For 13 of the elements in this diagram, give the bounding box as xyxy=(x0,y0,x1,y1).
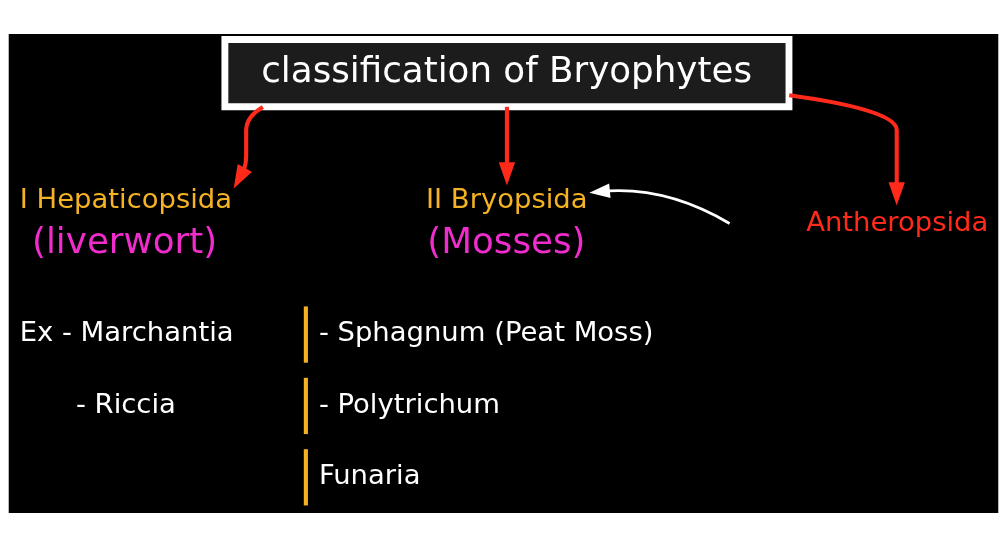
label: - Sphagnum (Peat Moss) xyxy=(318,316,654,348)
node-box: classification of Bryophytes xyxy=(221,36,793,111)
node-text: I Hepaticopsida (liverwort) xyxy=(19,182,233,261)
node-text: II Bryopsida (Mosses) xyxy=(425,182,588,261)
label: - Polytrichum xyxy=(318,387,500,419)
arrow xyxy=(233,105,264,189)
label: Ex - Marchantia xyxy=(19,316,234,348)
arrow xyxy=(498,106,516,186)
node-text: Antheropsida xyxy=(806,205,989,237)
label: - Riccia xyxy=(75,387,176,419)
arrow xyxy=(589,183,731,225)
arrow xyxy=(788,93,905,206)
label: Funaria xyxy=(318,459,421,491)
